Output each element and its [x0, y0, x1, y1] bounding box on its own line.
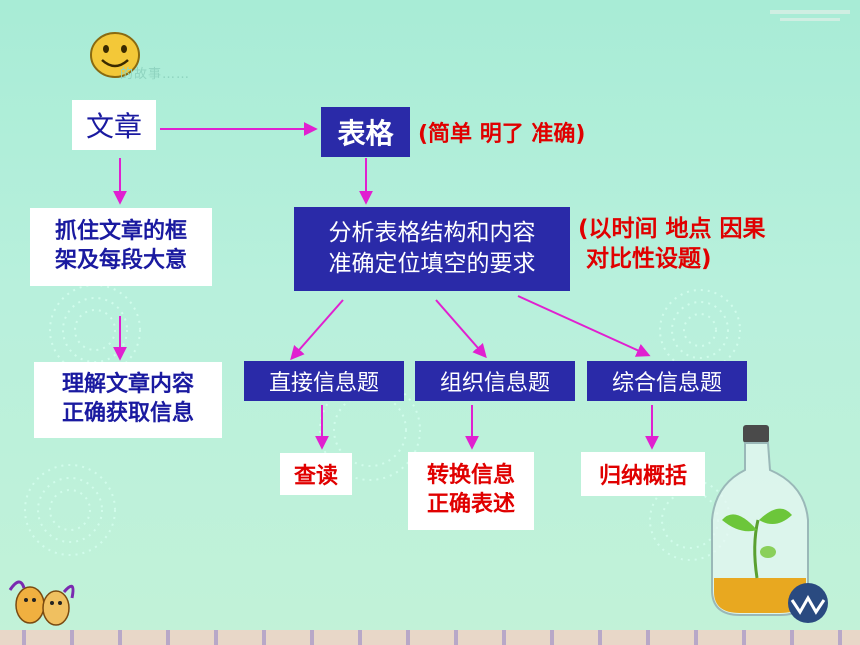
note-table: (简单 明了 准确) — [418, 122, 586, 147]
node-understand: 理解文章内容 正确获取信息 — [34, 362, 222, 438]
note-analyze: (以时间 地点 因果 对比性设题) — [578, 216, 766, 272]
node-comprehensive: 综合信息题 — [587, 361, 747, 401]
logo-icon — [788, 583, 828, 623]
node-summarize: 归纳概括 — [581, 452, 705, 496]
node-table: 表格 — [321, 107, 410, 157]
node-article: 文章 — [72, 100, 156, 150]
bottom-decorative-strip — [0, 630, 860, 645]
node-organize: 组织信息题 — [415, 361, 575, 401]
node-direct: 直接信息题 — [244, 361, 404, 401]
node-convert: 转换信息 正确表述 — [408, 452, 534, 530]
cartoon-characters-icon — [8, 580, 75, 626]
caption-text: 的故事…… — [120, 67, 191, 82]
arrow-analyze-to-organize — [435, 299, 487, 359]
node-grasp: 抓住文章的框 架及每段大意 — [30, 208, 212, 286]
node-analyze: 分析表格结构和内容 准确定位填空的要求 — [294, 207, 570, 291]
bottle-icon — [711, 425, 809, 616]
node-check: 查读 — [280, 453, 352, 495]
arrow-analyze-to-direct — [290, 299, 344, 361]
smiley-icon — [90, 32, 140, 78]
arrow-analyze-to-comprehensive — [517, 295, 651, 357]
